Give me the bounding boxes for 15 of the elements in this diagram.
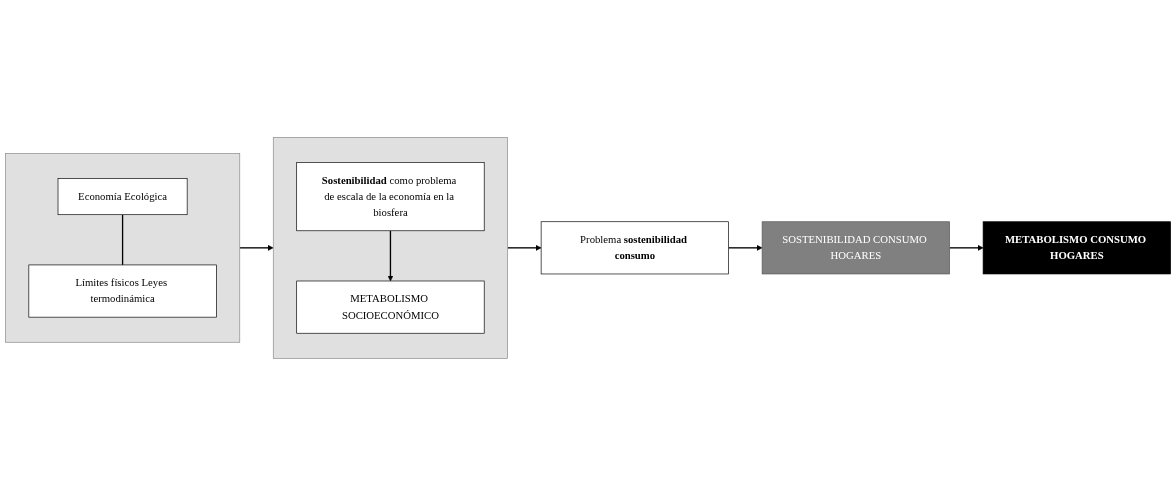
- node-box: Límites físicos Leyes termodinámica: [28, 264, 217, 318]
- node-box: METABOLISMO SOCIOECONÓMICO: [296, 280, 485, 334]
- arrow: [727, 245, 763, 251]
- cluster: [5, 153, 241, 343]
- arrow: [948, 245, 984, 251]
- connector: [121, 214, 124, 266]
- cluster: [272, 137, 508, 359]
- arrow: [239, 245, 274, 251]
- arrow: [387, 230, 394, 282]
- node-box: Sostenibilidad como problema de escala de la economía en la biosfera: [296, 162, 485, 232]
- node-box: SOSTENIBILIDAD CONSUMO HOGARES: [761, 221, 950, 275]
- node-box: Economía Ecológica: [57, 178, 188, 216]
- node-box: METABOLISMO CONSUMO HOGARES: [982, 221, 1171, 275]
- node-box: Problema sostenibilidad consumo: [540, 221, 729, 275]
- arrow: [506, 245, 542, 251]
